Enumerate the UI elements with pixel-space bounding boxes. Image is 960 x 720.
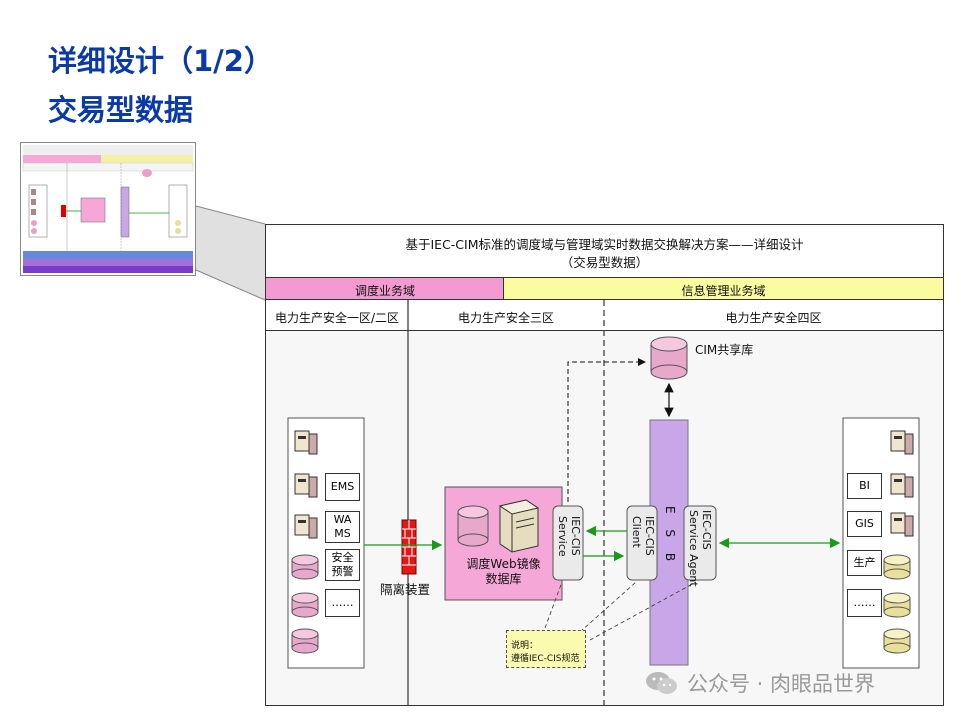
server-icon <box>294 430 318 455</box>
system-more-right: …… <box>847 589 882 617</box>
system-ems: EMS <box>325 473 360 501</box>
diagram-thumbnail <box>20 142 196 276</box>
system-wams: WA MS <box>325 511 360 543</box>
zone-3-label: 电力生产安全三区 <box>457 311 554 325</box>
server-icon <box>294 514 318 539</box>
cim-database-icon <box>650 336 688 380</box>
diagram-header-bg <box>266 225 943 278</box>
watermark-text: 公众号 · 肉眼品世界 <box>687 672 876 696</box>
iec-cis-agent-label: IEC-CIS Service Agent <box>687 510 713 587</box>
system-more-left: …… <box>325 589 360 617</box>
database-icon <box>291 628 319 654</box>
isolation-device-label: 隔离装置 <box>380 582 431 597</box>
system-gis: GIS <box>847 511 882 537</box>
database-icon <box>883 592 911 618</box>
database-icon <box>291 554 319 580</box>
database-icon <box>457 505 489 547</box>
domain-dispatch-label: 调度业务域 <box>354 284 415 298</box>
page-subtitle: 交易型数据 <box>48 93 194 127</box>
database-icon <box>883 628 911 654</box>
watermark: 公众号 · 肉眼品世界 <box>645 668 875 698</box>
domain-dispatch-bar <box>266 278 504 300</box>
zone-4-label: 电力生产安全四区 <box>725 311 822 325</box>
cim-shared-db-label: CIM共享库 <box>695 343 754 357</box>
system-production: 生产 <box>847 550 882 576</box>
note-line-2: 遵循IEC-CIS规范 <box>511 654 580 664</box>
domain-info-label: 信息管理业务域 <box>681 284 766 298</box>
note-line-1: 说明： <box>511 641 539 651</box>
mirror-database-label: 调度Web镜像 数据库 <box>466 557 541 586</box>
page-title: 详细设计（1/2） <box>48 44 273 78</box>
thumbnail-graphic <box>21 143 195 275</box>
zone-1-label: 电力生产安全一区/二区 <box>274 311 400 325</box>
system-bi: BI <box>847 473 882 499</box>
esb-label: E S B <box>663 506 677 568</box>
server-icon <box>294 473 318 498</box>
server-icon <box>890 430 914 455</box>
domain-info-bar <box>504 278 943 300</box>
database-icon <box>291 592 319 618</box>
wechat-icon <box>646 672 677 694</box>
diagram-header-line1: 基于IEC-CIM标准的调度域与管理域实时数据交换解决方案——详细设计 <box>405 237 804 252</box>
server-icon <box>890 512 914 537</box>
iec-cis-client-label: IEC-CIS Client <box>630 516 656 556</box>
server-icon <box>890 473 914 498</box>
firewall-icon <box>401 519 417 575</box>
iec-cis-service-label: IEC-CIS Service <box>556 516 582 557</box>
system-safety-warning: 安全 预警 <box>325 549 360 581</box>
server-icon <box>498 499 540 553</box>
diagram-header-line2: （交易型数据） <box>560 255 649 270</box>
database-icon <box>883 554 911 580</box>
note-box: 说明： 遵循IEC-CIS规范 <box>506 630 586 668</box>
